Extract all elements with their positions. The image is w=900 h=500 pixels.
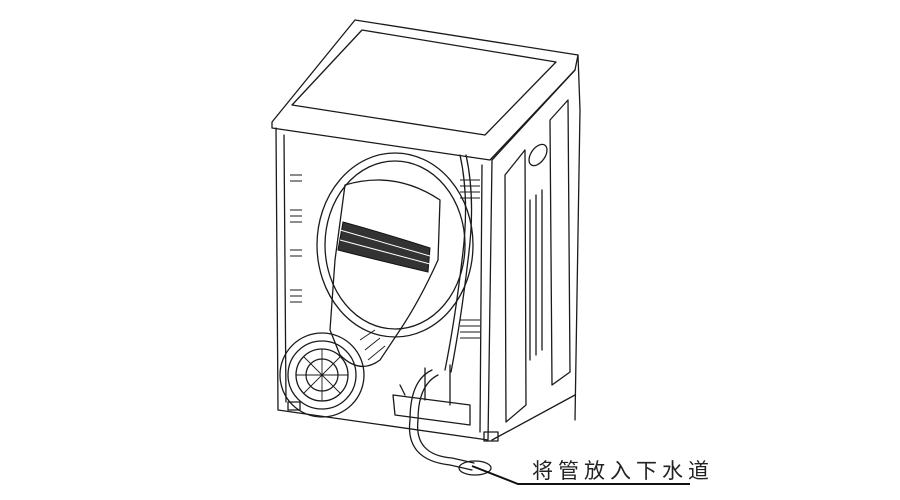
feet [287,401,499,442]
fan-housing [279,329,386,418]
vent-slots-left [290,174,302,303]
back-panel [275,127,493,441]
vent-slots-right [460,179,480,339]
side-panel [491,69,576,441]
drain-box [392,364,471,426]
callout-label: 将管放入下水道 [532,459,714,483]
filter-mesh [337,221,431,273]
drain-hose [408,154,492,476]
callout-leader-line [471,465,690,485]
air-duct [329,179,441,367]
